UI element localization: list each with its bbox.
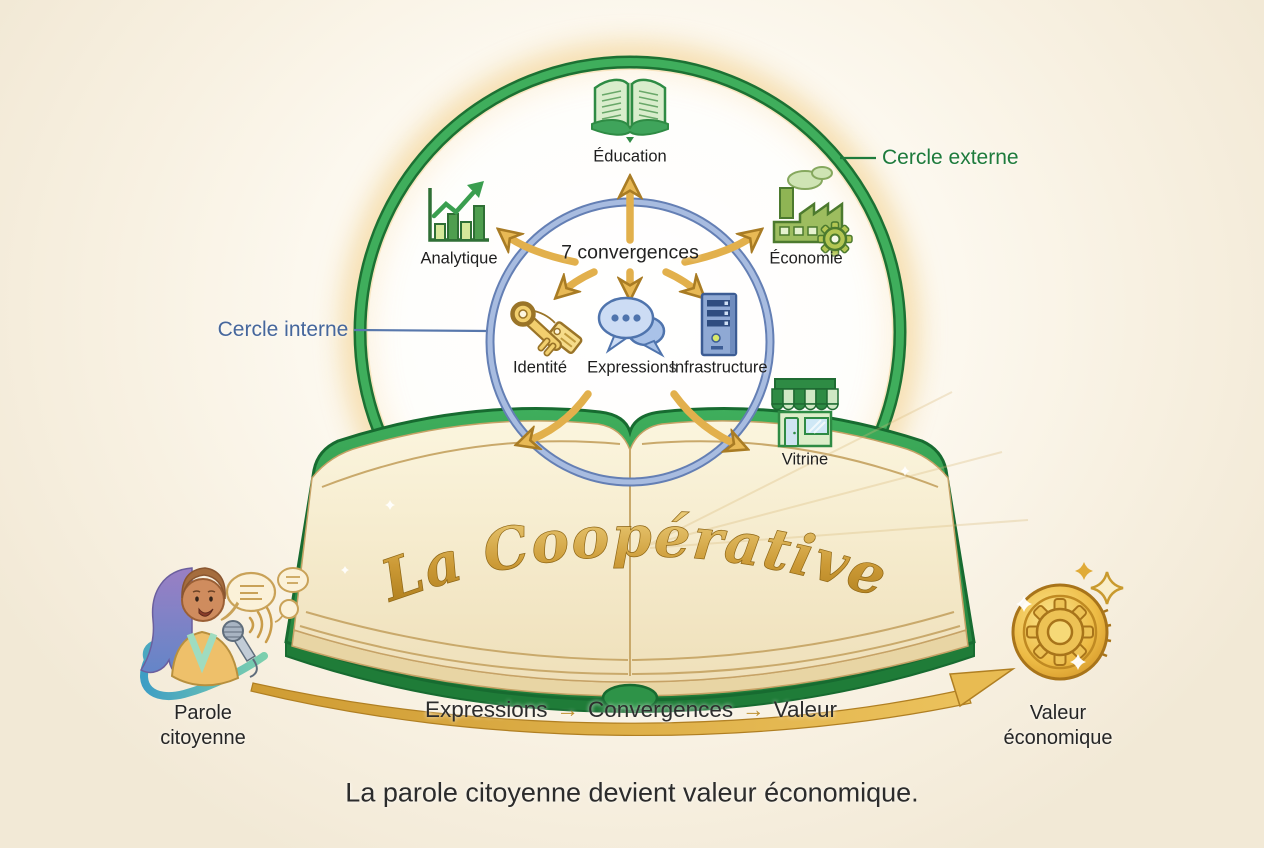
flow-swoosh-arrow: [250, 668, 1016, 737]
book-spine-tab: [601, 683, 659, 713]
arrow-to-identite: [560, 268, 598, 294]
caption: La parole citoyenne devient valeur écono…: [345, 777, 919, 808]
page-sparkles: [341, 466, 910, 574]
flow-text: Expressions → Convergences → Valeur: [425, 697, 837, 723]
target-label: Valeur économique: [1004, 701, 1113, 751]
target-label-line1: Valeur: [1029, 702, 1087, 724]
teal-wave: [140, 652, 268, 701]
source-label-line2: citoyenne: [160, 727, 246, 749]
flow-arrow-1: →: [556, 697, 580, 722]
collar: [186, 632, 218, 674]
flow-step-2: Convergences: [588, 697, 734, 722]
center-label: 7 convergences: [561, 241, 699, 264]
arrow-to-infrastructure: [662, 268, 700, 294]
node-label-education: Éducation: [593, 147, 667, 166]
gold-coin-gear-icon: [1011, 562, 1124, 681]
swoosh-arrowhead: [949, 668, 1016, 708]
node-label-analytique: Analytique: [420, 249, 498, 268]
outer-circle-label: Cercle externe: [882, 146, 1019, 169]
speech-bubbles-icon: [597, 296, 666, 358]
page-edge-lines: [299, 440, 961, 676]
speech-bubbles: [220, 567, 309, 623]
mouth: [198, 607, 214, 617]
microphone-icon: [222, 620, 258, 678]
source-label: Parole citoyenne: [160, 701, 246, 751]
bar-chart-growth-icon: [428, 181, 489, 242]
arrow-to-analytique: [503, 233, 579, 266]
node-label-identite: Identité: [512, 358, 568, 377]
convergence-arrows: [503, 182, 757, 447]
flow-arrow-2: →: [742, 697, 765, 722]
key-tag-icon: [510, 301, 583, 357]
node-label-expressions: Expressions: [587, 358, 677, 377]
node-label-infrastructure: Infrastructure: [670, 358, 768, 377]
storefront-icon: [771, 378, 839, 448]
target-label-line2: économique: [1003, 727, 1113, 749]
sound-waves: [248, 604, 273, 644]
sparkles: [1075, 562, 1124, 605]
factory-gear-icon: [772, 166, 853, 257]
inner-circle-label: Cercle interne: [217, 318, 349, 341]
hair-top: [181, 567, 226, 600]
flow-step-3: Valeur: [773, 697, 838, 722]
server-tower-icon: [700, 292, 738, 357]
front-bubble: [597, 296, 655, 354]
head: [181, 578, 225, 622]
open-book-icon: [591, 78, 669, 143]
open-book: La Coopérative: [284, 391, 1029, 714]
flow-step-1: Expressions: [424, 697, 548, 722]
light-rays: [647, 391, 1029, 549]
node-label-economie: Économie: [769, 249, 843, 268]
arrow-to-economie: [681, 233, 757, 266]
arrow-to-vitrine: [670, 390, 742, 447]
source-label-line1: Parole: [174, 702, 232, 724]
node-label-vitrine: Vitrine: [781, 450, 829, 469]
arrow-to-book-left: [522, 390, 592, 443]
woman-with-microphone-icon: [139, 567, 309, 701]
inner-label-connector: [353, 328, 490, 333]
gear: [1026, 598, 1094, 666]
